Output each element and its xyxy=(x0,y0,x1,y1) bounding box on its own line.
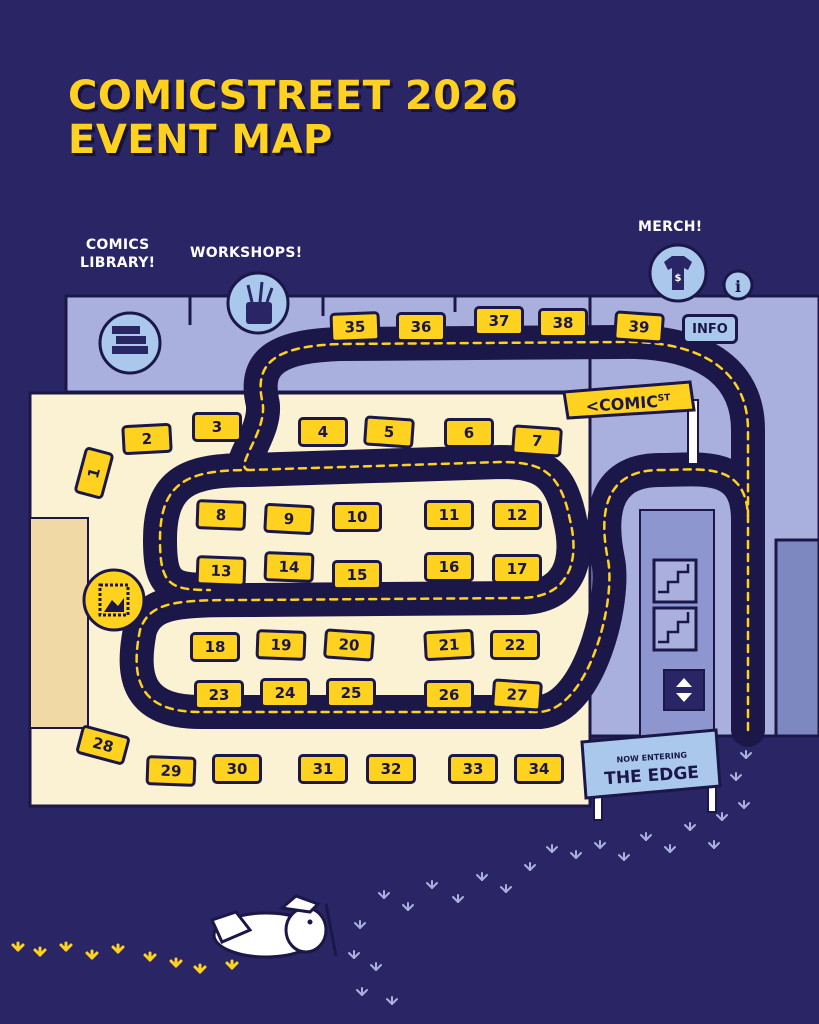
workshops-label: WORKSHOPS! xyxy=(190,245,303,261)
booth-12[interactable]: 12 xyxy=(492,500,542,530)
stairs-icon xyxy=(652,558,698,604)
elevator-icon[interactable] xyxy=(663,669,705,711)
booth-35[interactable]: 35 xyxy=(329,311,381,343)
stairs-icon xyxy=(652,606,698,652)
footprint xyxy=(370,962,382,971)
page-title: COMICSTREET 2026 EVENT MAP xyxy=(68,74,518,162)
booth-27[interactable]: 27 xyxy=(491,678,543,712)
footprint xyxy=(570,850,582,859)
comics-library-label: COMICS LIBRARY! xyxy=(80,237,156,271)
booth-11[interactable]: 11 xyxy=(424,500,474,530)
booth-15[interactable]: 15 xyxy=(332,560,382,590)
booth-18[interactable]: 18 xyxy=(190,632,240,662)
booth-26[interactable]: 26 xyxy=(424,680,474,710)
booth-37[interactable]: 37 xyxy=(474,306,524,336)
footprint xyxy=(500,884,512,893)
footprint xyxy=(426,880,438,889)
booth-17[interactable]: 17 xyxy=(492,554,542,584)
framed-picture-icon[interactable] xyxy=(82,568,146,632)
comic-st-arrow: < xyxy=(585,396,600,416)
booth-39[interactable]: 39 xyxy=(613,310,665,344)
footprint xyxy=(640,832,652,841)
footprint xyxy=(348,950,360,959)
footprint xyxy=(85,949,99,960)
books-icon[interactable] xyxy=(98,311,162,375)
footprint xyxy=(225,959,239,970)
the-edge-sign: NOW ENTERING THE EDGE xyxy=(580,728,722,821)
svg-text:i: i xyxy=(735,277,741,296)
footprint xyxy=(452,894,464,903)
booth-5[interactable]: 5 xyxy=(363,415,415,449)
footprint xyxy=(143,951,157,962)
booth-21[interactable]: 21 xyxy=(423,628,475,662)
footprint xyxy=(716,812,728,821)
footprint xyxy=(664,844,676,853)
footprint xyxy=(378,890,390,899)
booth-32[interactable]: 32 xyxy=(366,754,416,784)
booth-16[interactable]: 16 xyxy=(424,552,474,582)
svg-text:<COMICST: <COMICST xyxy=(585,391,672,416)
footprint xyxy=(740,750,752,759)
booth-19[interactable]: 19 xyxy=(255,629,307,661)
footprint xyxy=(708,840,720,849)
footprint xyxy=(386,996,398,1005)
comic-street-sign: <COMICST xyxy=(562,380,699,465)
booth-23[interactable]: 23 xyxy=(194,680,244,710)
booth-34[interactable]: 34 xyxy=(514,754,564,784)
svg-text:$: $ xyxy=(675,273,682,284)
booth-20[interactable]: 20 xyxy=(323,628,375,662)
footprint xyxy=(476,872,488,881)
footprint xyxy=(684,822,696,831)
footprint xyxy=(169,957,183,968)
booth-9[interactable]: 9 xyxy=(263,502,315,536)
footprint xyxy=(33,946,47,957)
info-icon[interactable]: i xyxy=(722,269,754,301)
booth-38[interactable]: 38 xyxy=(538,308,588,338)
t-shirt-icon[interactable]: $ xyxy=(648,243,708,303)
footprint xyxy=(402,902,414,911)
mascot-bird xyxy=(209,894,338,959)
booth-14[interactable]: 14 xyxy=(263,551,315,583)
comic-street-road xyxy=(119,324,765,747)
footprint xyxy=(59,941,73,952)
booth-7[interactable]: 7 xyxy=(511,424,563,458)
footprint xyxy=(524,862,536,871)
title-line-2: EVENT MAP xyxy=(68,117,333,163)
booth-6[interactable]: 6 xyxy=(444,418,494,448)
side-room xyxy=(29,517,89,729)
art-supplies-icon[interactable] xyxy=(226,271,290,335)
booth-13[interactable]: 13 xyxy=(195,555,247,587)
info-booth[interactable]: INFO xyxy=(682,314,738,344)
booth-24[interactable]: 24 xyxy=(260,678,310,708)
booth-3[interactable]: 3 xyxy=(192,412,242,442)
footprint xyxy=(193,963,207,974)
booth-33[interactable]: 33 xyxy=(448,754,498,784)
footprint xyxy=(546,844,558,853)
booth-2[interactable]: 2 xyxy=(121,422,173,456)
footprint xyxy=(738,800,750,809)
booth-31[interactable]: 31 xyxy=(298,754,348,784)
booth-8[interactable]: 8 xyxy=(195,499,247,531)
booth-10[interactable]: 10 xyxy=(332,502,382,532)
footprint xyxy=(618,852,630,861)
footprint xyxy=(594,840,606,849)
footprint xyxy=(354,920,366,929)
booth-22[interactable]: 22 xyxy=(490,630,540,660)
booth-25[interactable]: 25 xyxy=(326,678,376,708)
footprint xyxy=(356,987,368,996)
booth-36[interactable]: 36 xyxy=(396,312,446,342)
merch-label: MERCH! xyxy=(638,219,703,235)
footprint xyxy=(730,772,742,781)
footprints-trail xyxy=(11,750,752,1005)
booth-30[interactable]: 30 xyxy=(212,754,262,784)
booth-29[interactable]: 29 xyxy=(145,755,197,787)
footprint xyxy=(11,941,25,952)
booth-4[interactable]: 4 xyxy=(298,417,348,447)
footprint xyxy=(111,943,125,954)
title-line-1: COMICSTREET 2026 xyxy=(68,73,519,119)
